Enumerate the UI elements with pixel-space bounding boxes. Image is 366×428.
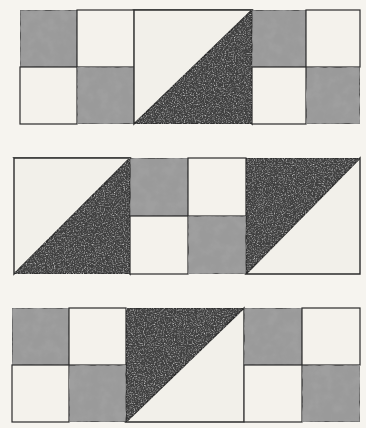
floral-square	[306, 67, 360, 124]
light-square	[306, 10, 360, 67]
floral-square	[20, 10, 77, 67]
floral-square	[188, 216, 246, 274]
floral-square	[69, 365, 126, 422]
light-square	[252, 67, 306, 124]
floral-square	[77, 67, 134, 124]
light-square	[188, 158, 246, 216]
light-square	[20, 67, 77, 124]
light-square	[12, 365, 69, 422]
light-square	[302, 308, 360, 365]
light-square	[69, 308, 126, 365]
floral-square	[12, 308, 69, 365]
light-square	[244, 365, 302, 422]
floral-square	[302, 365, 360, 422]
floral-square	[252, 10, 306, 67]
quilt-rows	[12, 10, 360, 422]
floral-square	[130, 158, 188, 216]
floral-square	[244, 308, 302, 365]
light-square	[77, 10, 134, 67]
light-square	[130, 216, 188, 274]
